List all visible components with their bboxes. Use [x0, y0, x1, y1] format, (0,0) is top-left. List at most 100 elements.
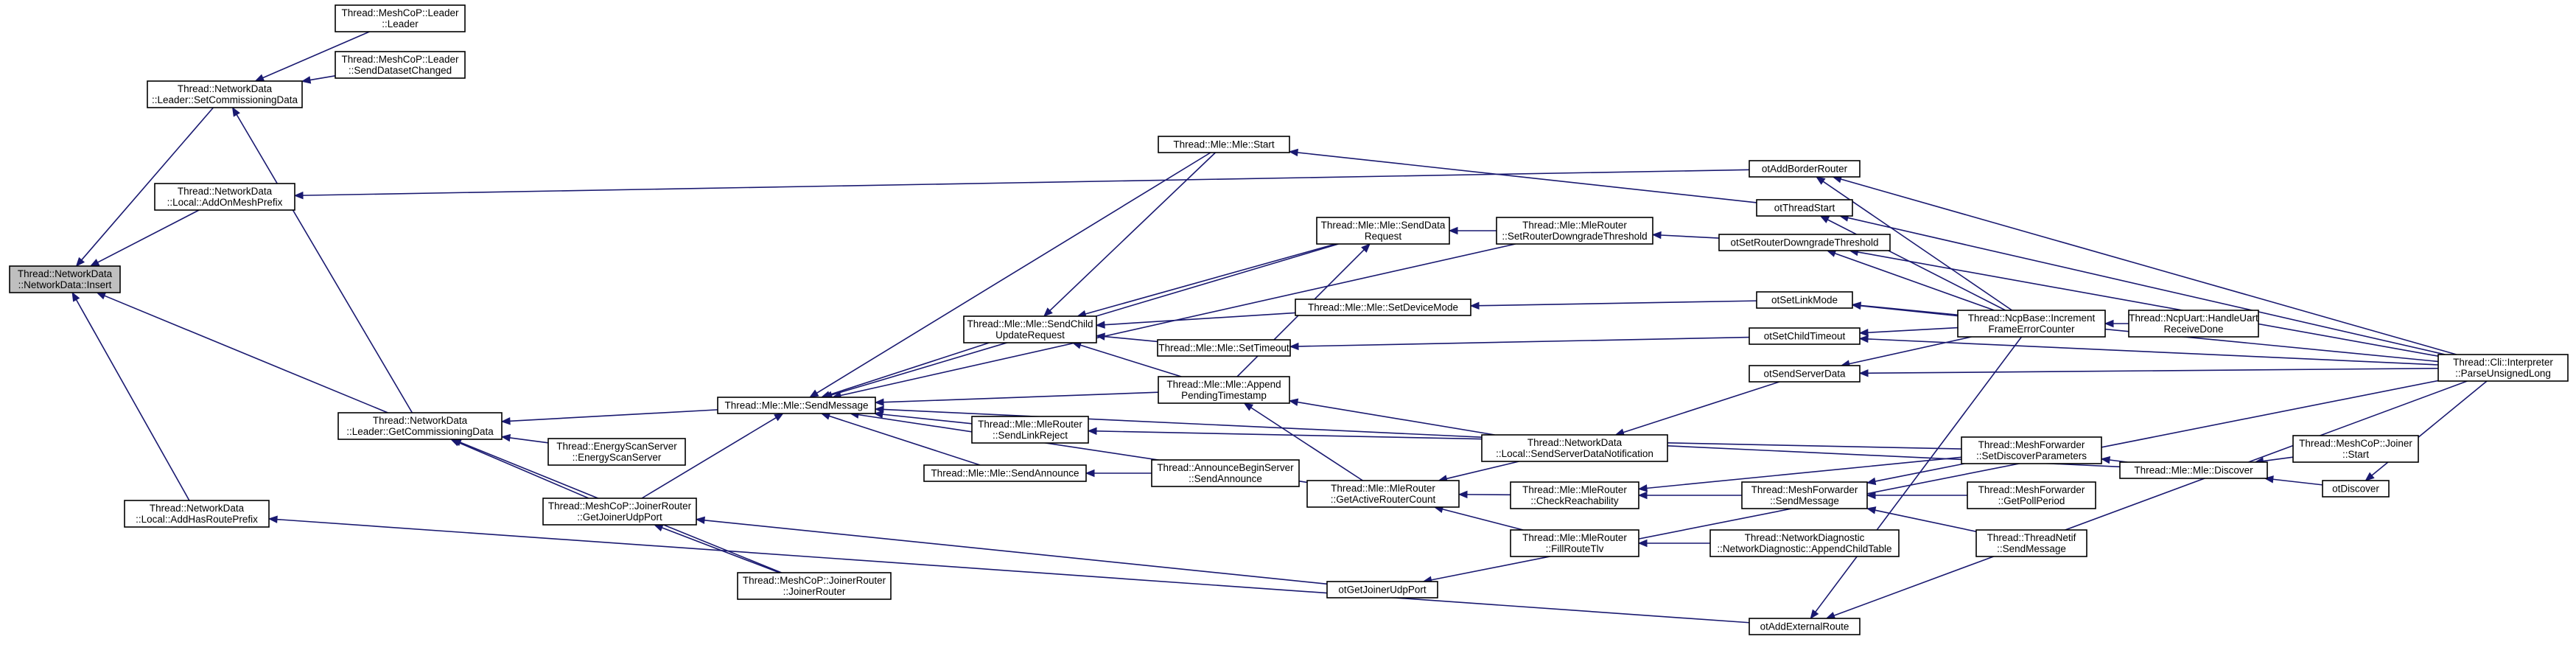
- node-label: UpdateRequest: [995, 329, 1065, 341]
- arrow-head-icon: [1043, 307, 1053, 317]
- node-otAddExternalRoute[interactable]: otAddExternalRoute: [1749, 618, 1861, 635]
- node-box[interactable]: [963, 315, 1097, 343]
- edge-line: [302, 169, 1750, 196]
- node-mleStart[interactable]: Thread::Mle::Mle::Start: [1158, 136, 1290, 153]
- edge-line: [104, 295, 388, 413]
- edge-line: [81, 107, 214, 261]
- node-otSetLinkMode[interactable]: otSetLinkMode: [1756, 291, 1853, 309]
- node-sendAnnounce[interactable]: Thread::Mle::Mle::SendAnnounce: [923, 464, 1087, 482]
- edge-line: [882, 413, 973, 425]
- node-box[interactable]: [923, 464, 1087, 482]
- node-box[interactable]: [1718, 234, 1891, 251]
- node-box[interactable]: [737, 572, 892, 600]
- node-setTimeout[interactable]: Thread::Mle::Mle::SetTimeout: [1157, 339, 1291, 357]
- node-box[interactable]: [717, 397, 876, 414]
- node-otAddBorderRouter[interactable]: otAddBorderRouter: [1749, 160, 1861, 178]
- node-meshFwdSetDiscover[interactable]: Thread::MeshForwarder::SetDiscoverParame…: [1961, 436, 2102, 464]
- node-box[interactable]: [2437, 354, 2569, 382]
- node-box[interactable]: [1749, 327, 1861, 345]
- node-box[interactable]: [147, 80, 303, 108]
- node-box[interactable]: [335, 51, 466, 79]
- node-setRouterDowngrade[interactable]: Thread::Mle::MleRouter::SetRouterDowngra…: [1496, 217, 1653, 245]
- node-box[interactable]: [542, 498, 697, 526]
- node-sendLinkReject[interactable]: Thread::Mle::MleRouter::SendLinkReject: [971, 416, 1089, 444]
- arrow-head-icon: [1087, 427, 1097, 436]
- node-box[interactable]: [1295, 299, 1471, 316]
- node-box[interactable]: [1749, 618, 1861, 635]
- node-threadNetifSend[interactable]: Thread::ThreadNetif::SendMessage: [1975, 529, 2087, 557]
- node-box[interactable]: [1975, 529, 2087, 557]
- node-box[interactable]: [2128, 310, 2259, 338]
- node-netDiag[interactable]: Thread::NetworkDiagnostic::NetworkDiagno…: [1709, 529, 1900, 557]
- node-cliParse[interactable]: Thread::Cli::Interpreter::ParseUnsignedL…: [2437, 354, 2569, 382]
- node-setDeviceMode[interactable]: Thread::Mle::Mle::SetDeviceMode: [1295, 299, 1471, 316]
- node-box[interactable]: [1481, 434, 1668, 462]
- node-box[interactable]: [1157, 339, 1291, 357]
- node-box[interactable]: [2322, 480, 2390, 498]
- node-box[interactable]: [1961, 436, 2102, 464]
- node-box[interactable]: [1967, 481, 2096, 509]
- node-box[interactable]: [1709, 529, 1900, 557]
- node-addOnMesh[interactable]: Thread::NetworkData::Local::AddOnMeshPre…: [154, 183, 295, 211]
- node-box[interactable]: [1756, 291, 1853, 309]
- node-box[interactable]: [2119, 461, 2268, 479]
- node-box[interactable]: [154, 183, 295, 211]
- node-box[interactable]: [1957, 310, 2106, 338]
- edge-joinerGetPort-to-sendMessage: [641, 413, 784, 499]
- node-getComm[interactable]: Thread::NetworkData::Leader::GetCommissi…: [337, 412, 503, 440]
- node-sendMessage[interactable]: Thread::Mle::Mle::SendMessage: [717, 397, 876, 414]
- edge-line: [1867, 367, 2439, 374]
- node-checkReach[interactable]: Thread::Mle::MleRouter::CheckReachabilit…: [1510, 481, 1639, 509]
- node-meshSendDataset[interactable]: Thread::MeshCoP::Leader::SendDatasetChan…: [335, 51, 466, 79]
- node-box[interactable]: [1306, 480, 1460, 508]
- node-setComm[interactable]: Thread::NetworkData::Leader::SetCommissi…: [147, 80, 303, 108]
- arrow-head-icon: [293, 191, 304, 200]
- node-box[interactable]: [1510, 481, 1639, 509]
- node-fillRoute[interactable]: Thread::Mle::MleRouter::FillRouteTlv: [1510, 529, 1639, 557]
- node-otThreadStart[interactable]: otThreadStart: [1756, 199, 1853, 217]
- node-getActiveRouter[interactable]: Thread::Mle::MleRouter::GetActiveRouterC…: [1306, 480, 1460, 508]
- node-addHasRoute[interactable]: Thread::NetworkData::Local::AddHasRouteP…: [124, 500, 270, 528]
- node-box[interactable]: [2292, 435, 2419, 463]
- node-meshLeader[interactable]: Thread::MeshCoP::Leader::Leader: [335, 4, 466, 32]
- node-box[interactable]: [971, 416, 1089, 444]
- node-sendServerData[interactable]: Thread::NetworkData::Local::SendServerDa…: [1481, 434, 1668, 462]
- node-joinerGetPort[interactable]: Thread::MeshCoP::JoinerRouter::GetJoiner…: [542, 498, 697, 526]
- node-box[interactable]: [1510, 529, 1639, 557]
- node-energyScan[interactable]: Thread::EnergyScanServer::EnergyScanServ…: [547, 438, 686, 466]
- node-joinerStart[interactable]: Thread::MeshCoP::Joiner::Start: [2292, 435, 2419, 463]
- node-box[interactable]: [1741, 481, 1868, 509]
- node-box[interactable]: [1158, 136, 1290, 153]
- node-box[interactable]: [337, 412, 503, 440]
- node-box[interactable]: [1151, 459, 1300, 487]
- node-box[interactable]: [547, 438, 686, 466]
- node-box[interactable]: [335, 4, 466, 32]
- node-otGetJoinerUdpPort[interactable]: otGetJoinerUdpPort: [1326, 581, 1438, 599]
- node-otSendServerData[interactable]: otSendServerData: [1749, 365, 1861, 383]
- node-box[interactable]: [9, 265, 121, 293]
- node-meshFwdPoll[interactable]: Thread::MeshForwarder::GetPollPeriod: [1967, 481, 2096, 509]
- node-otDiscover[interactable]: otDiscover: [2322, 480, 2390, 498]
- node-joinerRouter[interactable]: Thread::MeshCoP::JoinerRouter::JoinerRou…: [737, 572, 892, 600]
- edge-ncpIncrement-to-otSetRouterDowngrade: [1826, 249, 1995, 311]
- arrow-head-icon: [1095, 321, 1105, 329]
- node-otSetChildTimeout[interactable]: otSetChildTimeout: [1749, 327, 1861, 345]
- node-insert[interactable]: Thread::NetworkData::NetworkData::Insert: [9, 265, 121, 293]
- node-mleDiscover[interactable]: Thread::Mle::Mle::Discover: [2119, 461, 2268, 479]
- node-box[interactable]: [1158, 376, 1290, 404]
- node-box[interactable]: [1756, 199, 1853, 217]
- node-box[interactable]: [1496, 217, 1653, 245]
- node-box[interactable]: [1326, 581, 1438, 599]
- node-box[interactable]: [124, 500, 270, 528]
- node-ncpIncrement[interactable]: Thread::NcpBase::IncrementFrameErrorCoun…: [1957, 310, 2106, 338]
- node-box[interactable]: [1316, 217, 1450, 245]
- node-meshFwdSendMsg[interactable]: Thread::MeshForwarder::SendMessage: [1741, 481, 1868, 509]
- node-announceBegin[interactable]: Thread::AnnounceBeginServer::SendAnnounc…: [1151, 459, 1300, 487]
- node-box[interactable]: [1749, 160, 1861, 178]
- node-box[interactable]: [1749, 365, 1861, 383]
- node-otSetRouterDowngrade[interactable]: otSetRouterDowngradeThreshold: [1718, 234, 1891, 251]
